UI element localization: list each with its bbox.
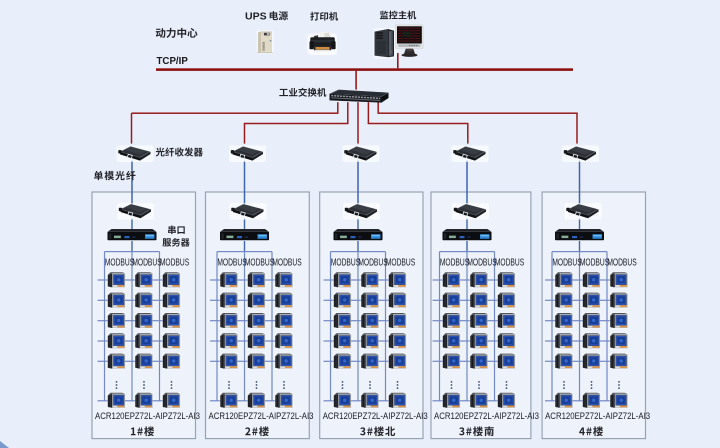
svg-text:ACR120EPZ72L-AIPZ72L-AI3: ACR120EPZ72L-AIPZ72L-AI3: [95, 410, 200, 421]
svg-text:ACR120EPZ72L-AIPZ72L-AI3: ACR120EPZ72L-AIPZ72L-AI3: [434, 410, 539, 421]
svg-text:ACR120EPZ72L-AIPZ72L-AI3: ACR120EPZ72L-AIPZ72L-AI3: [545, 410, 650, 421]
svg-text:MODBUS: MODBUS: [217, 258, 246, 269]
svg-text:MODBUS: MODBUS: [607, 258, 636, 269]
svg-text:ACR120EPZ72L-AIPZ72L-AI3: ACR120EPZ72L-AIPZ72L-AI3: [323, 410, 428, 421]
svg-text:MODBUS: MODBUS: [160, 258, 189, 269]
svg-text:MODBUS: MODBUS: [245, 258, 274, 269]
svg-text:MODBUS: MODBUS: [495, 258, 524, 269]
svg-text:UPS: UPS: [245, 10, 267, 22]
svg-text:MODBUS: MODBUS: [272, 258, 301, 269]
svg-text:MODBUS: MODBUS: [440, 258, 469, 269]
svg-text:MODBUS: MODBUS: [331, 258, 360, 269]
svg-text:MODBUS: MODBUS: [105, 258, 134, 269]
svg-text:MODBUS: MODBUS: [358, 258, 387, 269]
svg-text:MODBUS: MODBUS: [552, 258, 581, 269]
svg-text:MODBUS: MODBUS: [386, 258, 415, 269]
svg-text:MODBUS: MODBUS: [467, 258, 496, 269]
svg-text:TCP/IP: TCP/IP: [157, 56, 188, 67]
svg-text:ACR120EPZ72L-AIPZ72L-AI3: ACR120EPZ72L-AIPZ72L-AI3: [209, 410, 314, 421]
svg-text:MODBUS: MODBUS: [580, 258, 609, 269]
svg-text:MODBUS: MODBUS: [132, 258, 161, 269]
